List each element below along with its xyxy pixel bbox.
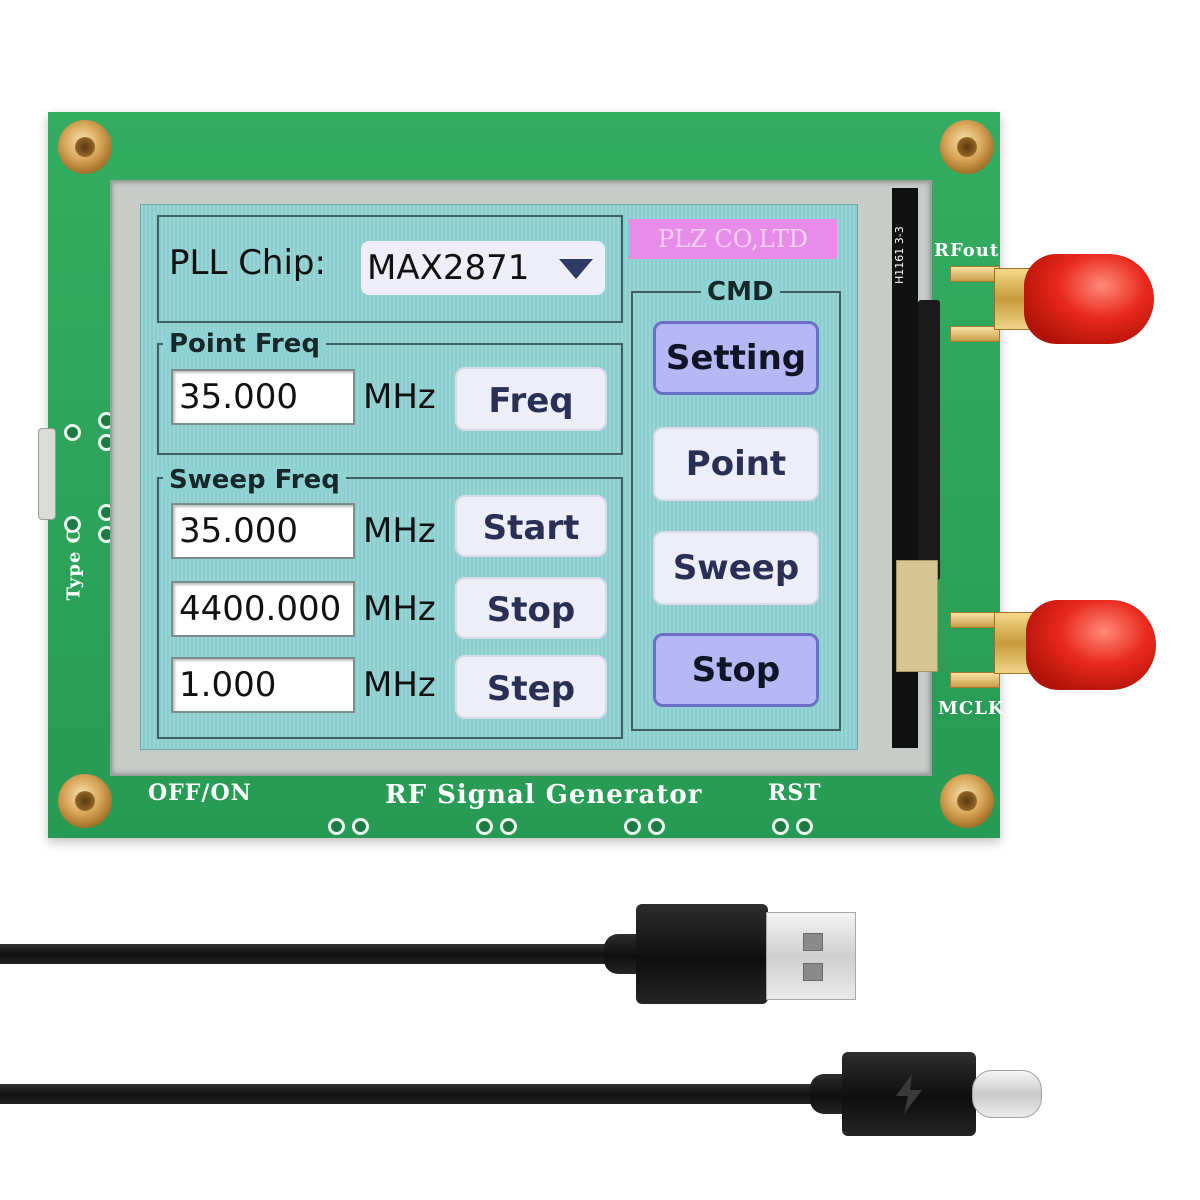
sweep-freq-group — [157, 477, 623, 739]
rfout-connector-cap[interactable] — [1024, 254, 1154, 344]
cmd-title: CMD — [701, 279, 780, 305]
sweep-stop-button[interactable]: Stop — [455, 577, 607, 639]
usb-c-cable — [0, 1084, 820, 1104]
mclk-pin-bottom — [950, 672, 1000, 688]
usb-a-cable — [0, 944, 612, 964]
point-freq-title: Point Freq — [163, 331, 326, 357]
rfout-label: RFout — [934, 240, 1000, 261]
point-freq-input[interactable]: 35.000 — [171, 369, 355, 425]
flex-connector — [896, 560, 938, 672]
off-on-switch-pad[interactable] — [352, 818, 369, 835]
via — [500, 818, 517, 835]
sweep-stop-input[interactable]: 4400.000 — [171, 581, 355, 637]
via — [64, 424, 81, 441]
flex-cable-label: H1161 3-3 — [893, 226, 906, 284]
via — [648, 818, 665, 835]
standoff-top-right — [940, 120, 994, 174]
freq-button[interactable]: Freq — [455, 367, 607, 431]
usb-c-port[interactable] — [38, 428, 56, 520]
lcd-screen: PLL Chip: MAX2871 Point Freq 35.000 MHz … — [140, 204, 858, 750]
brand-label: PLZ CO,LTD — [629, 219, 837, 259]
point-button[interactable]: Point — [653, 427, 819, 501]
start-button[interactable]: Start — [455, 495, 607, 557]
foam-tape — [918, 300, 940, 580]
rst-button-pad[interactable] — [772, 818, 789, 835]
sweep-start-input[interactable]: 35.000 — [171, 503, 355, 559]
sweep-start-unit: MHz — [363, 511, 436, 551]
mclk-connector-cap[interactable] — [1026, 600, 1156, 690]
rst-button-pad[interactable] — [796, 818, 813, 835]
off-on-switch-pad[interactable] — [328, 818, 345, 835]
standoff-top-left — [58, 120, 112, 174]
point-freq-group — [157, 343, 623, 455]
pll-chip-value: MAX2871 — [367, 248, 530, 288]
standoff-bottom-right — [940, 774, 994, 828]
setting-button[interactable]: Setting — [653, 321, 819, 395]
sweep-stop-unit: MHz — [363, 589, 436, 629]
type-c-label: Type C — [63, 527, 85, 601]
off-on-label: OFF/ON — [148, 780, 252, 806]
usb-a-connector[interactable] — [766, 912, 856, 1000]
sweep-step-input[interactable]: 1.000 — [171, 657, 355, 713]
board-title: RF Signal Generator — [385, 780, 703, 810]
usb-c-plug-body — [842, 1052, 976, 1136]
pll-chip-group — [157, 215, 623, 323]
usb-a-hole — [803, 933, 823, 951]
pll-chip-dropdown[interactable]: MAX2871 — [361, 241, 605, 295]
sweep-freq-title: Sweep Freq — [163, 467, 346, 493]
via — [624, 818, 641, 835]
mclk-pin-top — [950, 612, 1000, 628]
pll-chip-label: PLL Chip: — [169, 243, 326, 283]
sweep-button[interactable]: Sweep — [653, 531, 819, 605]
usb-a-plug-body — [636, 904, 768, 1004]
rfout-pin-bottom — [950, 326, 1000, 342]
rst-label: RST — [768, 780, 822, 806]
lightning-icon — [896, 1074, 922, 1114]
cmd-stop-button[interactable]: Stop — [653, 633, 819, 707]
rfout-pin-top — [950, 266, 1000, 282]
point-freq-unit: MHz — [363, 377, 436, 417]
usb-a-hole — [803, 963, 823, 981]
standoff-bottom-left — [58, 774, 112, 828]
triangle-down-icon — [559, 259, 593, 279]
step-button[interactable]: Step — [455, 655, 607, 719]
mclk-label: MCLK — [938, 698, 1005, 719]
usb-c-connector[interactable] — [972, 1070, 1042, 1118]
via — [476, 818, 493, 835]
via — [64, 516, 81, 533]
sweep-step-unit: MHz — [363, 665, 436, 705]
